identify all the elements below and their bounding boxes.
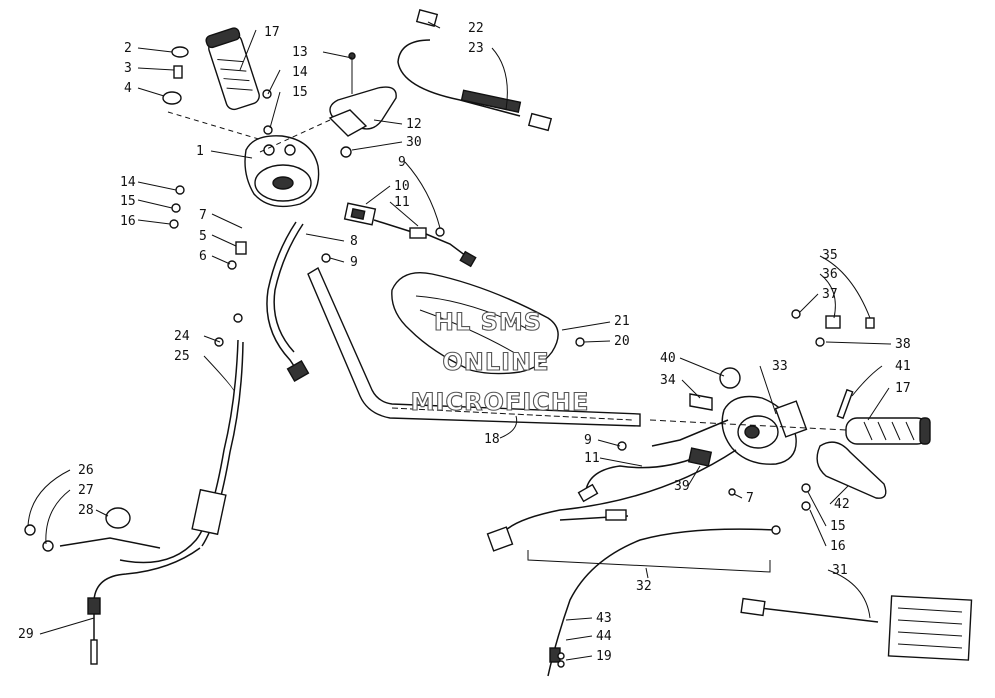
handlebar xyxy=(307,266,641,427)
callout-8: 8 xyxy=(350,234,358,249)
throttle-cable xyxy=(24,339,244,665)
callout-labels: 17 2 13 3 14 4 15 22 23 12 1 30 9 14 10 … xyxy=(18,21,911,664)
callout-42: 42 xyxy=(834,497,850,512)
watermark-line-2: ONLINE xyxy=(442,348,549,376)
callout-4: 4 xyxy=(124,81,132,96)
callout-28: 28 xyxy=(78,503,94,518)
callout-33: 33 xyxy=(772,359,788,374)
callout-36: 36 xyxy=(822,267,838,282)
callout-37: 37 xyxy=(822,287,838,302)
callout-25: 25 xyxy=(174,349,190,364)
kill-switch xyxy=(343,202,477,268)
callout-7a: 7 xyxy=(199,208,207,223)
callout-11b: 11 xyxy=(584,451,600,466)
callout-35: 35 xyxy=(822,248,838,263)
callout-41: 41 xyxy=(895,359,911,374)
callout-11a: 11 xyxy=(394,195,410,210)
callout-39: 39 xyxy=(674,479,690,494)
right-grip xyxy=(845,417,931,445)
callout-15b: 15 xyxy=(120,194,136,209)
brake-cable xyxy=(547,528,777,677)
callout-10: 10 xyxy=(394,179,410,194)
callout-9c: 9 xyxy=(584,433,592,448)
callout-23: 23 xyxy=(468,41,484,56)
watermark: HL SMS ONLINE MICROFICHE xyxy=(410,307,590,416)
left-grip xyxy=(205,27,260,111)
callout-9a: 9 xyxy=(398,155,406,170)
parts-artwork xyxy=(24,9,973,677)
callout-22: 22 xyxy=(468,21,484,36)
watermark-line-3: MICROFICHE xyxy=(411,388,590,416)
callout-16a: 16 xyxy=(120,214,136,229)
callout-7b: 7 xyxy=(746,491,754,506)
callout-2: 2 xyxy=(124,41,132,56)
watermark-line-1: HL SMS xyxy=(434,308,542,336)
callout-14a: 14 xyxy=(292,65,308,80)
knob xyxy=(719,367,741,389)
callout-5: 5 xyxy=(199,229,207,244)
callout-34: 34 xyxy=(660,373,676,388)
callout-40: 40 xyxy=(660,351,676,366)
heater-wire xyxy=(397,9,553,132)
grip-heater-element xyxy=(740,595,973,661)
callout-6: 6 xyxy=(199,249,207,264)
callout-3: 3 xyxy=(124,61,132,76)
callout-21: 21 xyxy=(614,314,630,329)
callout-29: 29 xyxy=(18,627,34,642)
callout-17a: 17 xyxy=(264,25,280,40)
callout-44: 44 xyxy=(596,629,612,644)
right-control-housing xyxy=(721,395,808,465)
callout-15c: 15 xyxy=(830,519,846,534)
callout-1: 1 xyxy=(196,144,204,159)
leader-lines xyxy=(27,21,892,661)
callout-43: 43 xyxy=(596,611,612,626)
callout-15a: 15 xyxy=(292,85,308,100)
callout-30: 30 xyxy=(406,135,422,150)
callout-31: 31 xyxy=(832,563,848,578)
callout-20: 20 xyxy=(614,334,630,349)
callout-38: 38 xyxy=(895,337,911,352)
callout-9b: 9 xyxy=(350,255,358,270)
callout-18: 18 xyxy=(484,432,500,447)
left-control-housing xyxy=(244,135,320,208)
callout-16b: 16 xyxy=(830,539,846,554)
callout-27: 27 xyxy=(78,483,94,498)
callout-14b: 14 xyxy=(120,175,136,190)
callout-17b: 17 xyxy=(895,381,911,396)
throttle-lever xyxy=(816,441,887,499)
callout-24: 24 xyxy=(174,329,190,344)
callout-26: 26 xyxy=(78,463,94,478)
callout-32: 32 xyxy=(636,579,652,594)
callout-13: 13 xyxy=(292,45,308,60)
callout-19: 19 xyxy=(596,649,612,664)
callout-12: 12 xyxy=(406,117,422,132)
